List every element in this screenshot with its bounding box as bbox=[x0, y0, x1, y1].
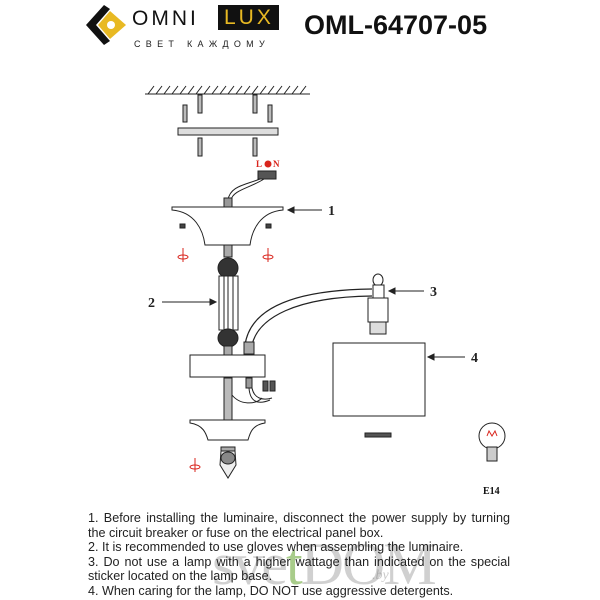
wall-anchors-icon bbox=[182, 94, 273, 123]
callout-1: 1 bbox=[328, 204, 335, 219]
brand-lux: LUX bbox=[218, 5, 279, 30]
label-live: L bbox=[256, 159, 262, 169]
safety-instructions: 1. Before installing the luminaire, disc… bbox=[88, 511, 510, 599]
rotate-icon bbox=[177, 248, 274, 472]
finial bbox=[219, 446, 237, 479]
watermark-suffix: .by bbox=[372, 568, 389, 583]
terminal-block bbox=[257, 170, 277, 180]
socket-part-3 bbox=[367, 273, 389, 335]
watermark: svetDOM bbox=[212, 531, 437, 597]
assembly-diagram: L N 1 2 3 4 bbox=[145, 85, 506, 497]
brand-tagline: СВЕТ КАЖДОМУ bbox=[134, 39, 270, 49]
instruction-4: 4. When caring for the lamp, DO NOT use … bbox=[88, 583, 454, 598]
callout-3: 3 bbox=[430, 285, 437, 300]
lamp-arm bbox=[244, 288, 373, 346]
bulb-type-label: E14 bbox=[483, 486, 500, 497]
omnilux-logo: OMNI LUX СВЕТ КАЖДОМУ bbox=[80, 3, 300, 55]
brand-omni: OMNI bbox=[132, 7, 199, 30]
lower-assembly bbox=[189, 377, 276, 441]
callout-4: 4 bbox=[471, 351, 478, 366]
logo-mark-icon bbox=[86, 5, 126, 45]
ground-icon bbox=[264, 160, 272, 168]
rod-part-2 bbox=[217, 244, 239, 356]
canopy-part-1 bbox=[171, 197, 284, 246]
instruction-1: 1. Before installing the luminaire, disc… bbox=[88, 511, 510, 540]
screws-icon bbox=[197, 137, 258, 157]
ceiling bbox=[145, 85, 310, 95]
bulb-e14-icon bbox=[478, 422, 506, 462]
model-number: OML-64707-05 bbox=[304, 10, 488, 40]
body-box bbox=[189, 354, 266, 378]
instruction-2: 2. It is recommended to use gloves when … bbox=[88, 540, 464, 555]
callout-2: 2 bbox=[148, 296, 155, 311]
label-neutral: N bbox=[273, 159, 280, 169]
lampshade-part-4 bbox=[332, 342, 426, 417]
instruction-3: 3. Do not use a lamp with a higher watta… bbox=[88, 554, 510, 584]
shade-ring bbox=[364, 432, 392, 438]
mounting-plate bbox=[177, 127, 279, 136]
supply-wires bbox=[227, 178, 265, 201]
